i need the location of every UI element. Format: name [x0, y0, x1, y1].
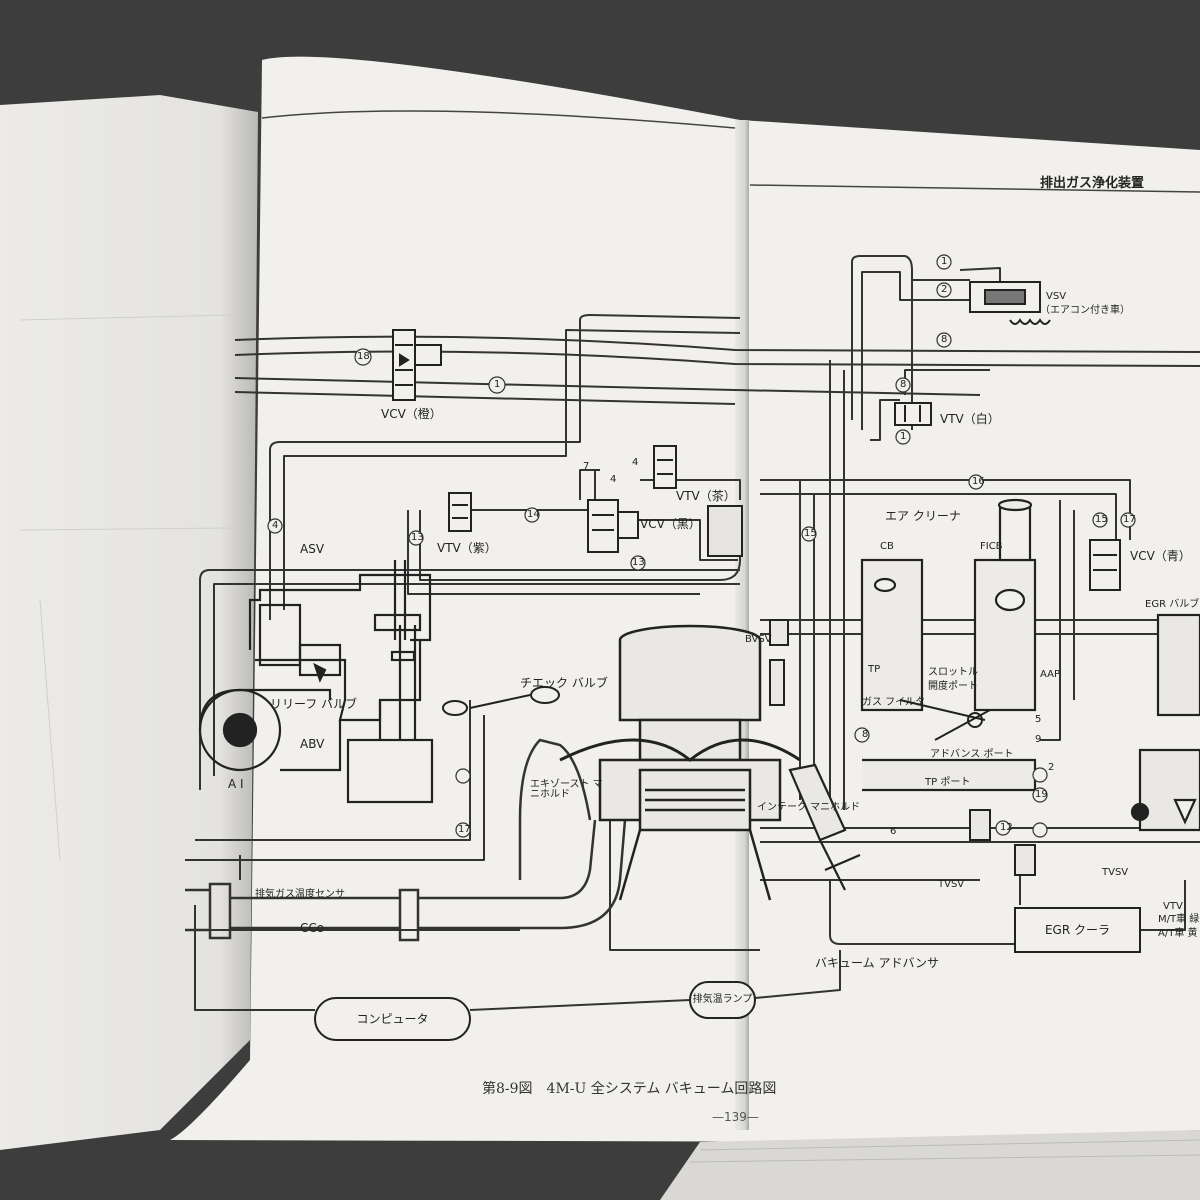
cb-label: CB — [880, 541, 894, 552]
line-number: 1 — [494, 379, 501, 390]
relief-valve-label: リリーフ バルブ — [270, 697, 358, 711]
line-number: 9 — [1035, 734, 1042, 745]
page-number: —139— — [712, 1110, 759, 1124]
line-number: 2 — [941, 284, 948, 295]
line-number: 12 — [1000, 822, 1013, 833]
tp-label: TP — [868, 664, 881, 675]
abv-label: ABV — [300, 737, 325, 751]
open-port-label: 開度ポート — [928, 681, 978, 692]
tvsv-label-right: TVSV — [1102, 867, 1129, 878]
vcv-orange-label: VCV（橙） — [381, 407, 442, 421]
line-number: 17 — [1123, 514, 1136, 525]
vcv-blue-label: VCV（青） — [1130, 549, 1191, 563]
vsv-note: （エアコン付き車） — [1040, 305, 1130, 316]
line-number: 19 — [1035, 789, 1048, 800]
line-number: 14 — [527, 509, 540, 520]
ficb-label: FICB — [980, 541, 1003, 552]
cco-label: CCo — [300, 921, 325, 935]
asv-label: ASV — [300, 542, 325, 556]
vtv-mt-label: M/T車 緑 — [1158, 914, 1200, 925]
line-number: 8 — [900, 379, 907, 390]
line-number: 18 — [357, 351, 370, 362]
vtv-brown-label: VTV（茶） — [676, 489, 736, 503]
air-cleaner-label: エア クリーナ — [885, 509, 961, 523]
exhaust-temp-lamp-label: 排気温ランプ — [692, 994, 753, 1005]
line-number: 1 — [941, 256, 948, 267]
bvsv-label: BVSV — [745, 634, 772, 645]
line-number: 7 — [583, 461, 590, 472]
vtv-mt-at-label: VTV — [1163, 901, 1183, 912]
vacuum-advancer-label: バキューム アドバンサ — [815, 956, 940, 970]
line-number: 6 — [890, 826, 897, 837]
tp-port-label: TP ポート — [925, 777, 971, 788]
vsv-label: VSV — [1046, 291, 1067, 302]
line-number: 8 — [941, 334, 948, 345]
gas-filter-label: ガス フイルタ — [862, 697, 926, 708]
computer-label: コンピュータ — [356, 1012, 429, 1026]
egr-valve-label: EGR バルブ — [1145, 599, 1200, 610]
line-number: 13 — [632, 557, 645, 568]
tvsv-label-left: TVSV — [938, 879, 965, 890]
advance-port-label: アドバンス ポート — [930, 749, 1014, 760]
line-number: 4 — [272, 520, 279, 531]
vtv-white-label: VTV（白） — [940, 412, 1000, 426]
check-valve-label: チエック バルブ — [520, 676, 608, 690]
aap-label: AAP — [1040, 669, 1060, 680]
line-number: 17 — [458, 824, 471, 835]
line-number: 8 — [862, 729, 869, 740]
exhaust-temp-sensor-label: 排気ガス温度センサ — [255, 889, 345, 900]
egr-cooler-label: EGR クーラ — [1044, 923, 1111, 937]
ai-label: A I — [228, 777, 244, 791]
line-number: 15 — [804, 528, 817, 539]
main-page — [170, 56, 1200, 1142]
exhaust-manifold-label: エキゾースト マニホルド — [530, 779, 603, 800]
line-number: 16 — [972, 476, 985, 487]
vtv-at-label: A/T車 黄 — [1158, 928, 1198, 939]
line-number: 4 — [610, 474, 617, 485]
line-number: 2 — [1048, 762, 1055, 773]
figure-caption: 第8-9図 4M-U 全システム バキューム回路図 — [482, 1081, 777, 1097]
section-title: 排出ガス浄化装置 — [1040, 176, 1145, 191]
line-number: 15 — [1095, 514, 1108, 525]
vtv-purple-label: VTV（紫） — [437, 541, 497, 555]
line-number: 4 — [632, 457, 639, 468]
left-page — [0, 95, 258, 1150]
line-number: 5 — [1035, 714, 1042, 725]
throttle-label: スロットル — [928, 667, 978, 678]
line-number: 13 — [411, 532, 424, 543]
line-number: 1 — [900, 431, 907, 442]
vcv-black-label: VCV（黒） — [640, 517, 701, 531]
intake-manifold-label: インテーク マニホルド — [757, 802, 861, 813]
